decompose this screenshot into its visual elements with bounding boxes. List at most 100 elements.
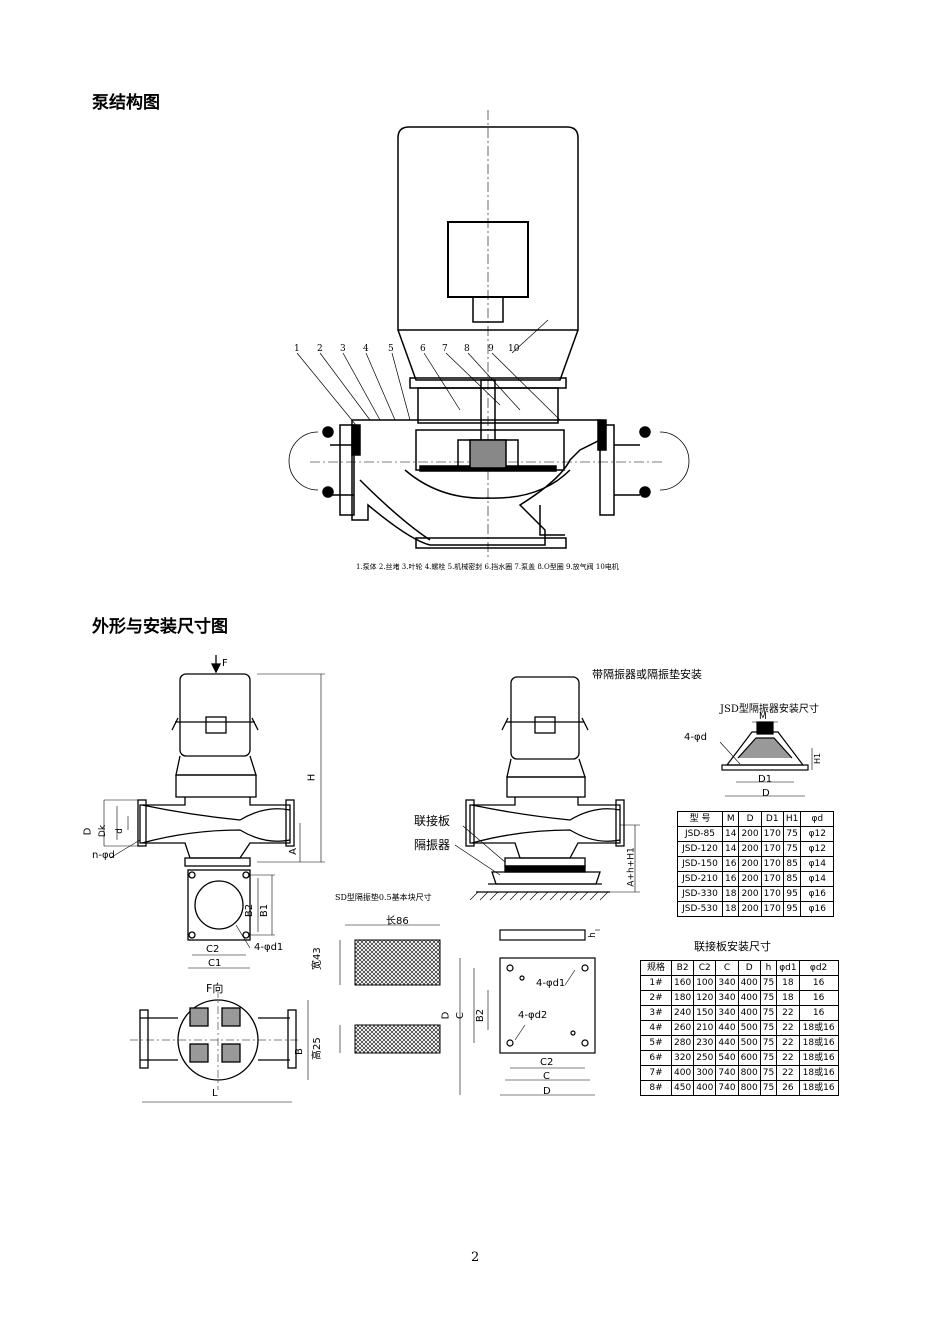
link-cell: 75 (759, 990, 778, 1006)
dim-label-D-bottom: D (543, 1086, 551, 1097)
jsd-cell: 200 (738, 841, 762, 857)
link-cell: 230 (693, 1035, 717, 1051)
section-title-structure: 泵结构图 (92, 93, 160, 113)
link-cell: 16 (798, 975, 839, 991)
jsd-cell: 200 (738, 901, 762, 917)
link-cell: 320 (670, 1050, 695, 1066)
dim-label-n-phi-d: n-φd (92, 850, 115, 861)
jsd-cell: φ12 (800, 826, 835, 842)
dim-label-C-bottom: C (543, 1071, 550, 1082)
link-header: 规格 (640, 960, 672, 976)
jsd-cell: JSD-530 (677, 901, 723, 917)
link-cell: 160 (670, 975, 695, 991)
link-cell: 75 (759, 1020, 778, 1036)
link-cell: 400 (737, 1005, 761, 1021)
link-cell: 240 (670, 1005, 695, 1021)
linkplate-label: 联接板 (414, 814, 451, 828)
link-cell: 400 (737, 975, 761, 991)
jsd-cell: φ16 (800, 886, 835, 902)
jsd-header: D (738, 811, 762, 827)
link-cell: 2# (640, 990, 672, 1006)
link-cell: 340 (715, 990, 739, 1006)
isolator-label: 隔振器 (414, 838, 451, 852)
jsd-dim-D1: D1 (758, 774, 773, 785)
link-header: φd2 (798, 960, 839, 976)
jsd-cell: 170 (760, 886, 784, 902)
link-cell: 18或16 (798, 1080, 839, 1096)
part-number-2: 2 (317, 344, 323, 354)
link-cell: 500 (737, 1020, 761, 1036)
jsd-dim-H1: H1 (813, 752, 823, 765)
section-title-dimensions: 外形与安装尺寸图 (92, 617, 228, 637)
link-cell: 600 (737, 1050, 761, 1066)
part-number-4: 4 (363, 344, 369, 354)
jsd-cell: 170 (760, 871, 784, 887)
jsd-cell: φ14 (800, 871, 835, 887)
jsd-cell: JSD-120 (677, 841, 723, 857)
link-cell: 1# (640, 975, 672, 991)
link-cell: 8# (640, 1080, 672, 1096)
link-cell: 75 (759, 1005, 778, 1021)
isolator-install-title: 带隔振器或隔振垫安装 (592, 668, 702, 681)
link-cell: 18 (776, 990, 800, 1006)
link-cell: 18 (776, 975, 800, 991)
link-cell: 75 (759, 1080, 778, 1096)
link-cell: 280 (670, 1035, 695, 1051)
link-cell: 210 (693, 1020, 717, 1036)
link-cell: 16 (798, 990, 839, 1006)
dim-label-C2-plate: C2 (540, 1057, 554, 1068)
link-cell: 120 (693, 990, 717, 1006)
jsd-cell: 18 (721, 886, 740, 902)
jsd-cell: 170 (760, 856, 784, 872)
jsd-cell: JSD-210 (677, 871, 723, 887)
link-cell: 26 (776, 1080, 800, 1096)
part-number-6: 6 (420, 344, 426, 354)
part-number-10: 10 (508, 344, 520, 354)
link-cell: 22 (776, 1050, 800, 1066)
jsd-cell: 18 (721, 901, 740, 917)
link-header: B2 (670, 960, 695, 976)
link-cell: 740 (715, 1080, 739, 1096)
jsd-cell: JSD-330 (677, 886, 723, 902)
link-cell: 5# (640, 1035, 672, 1051)
page-number: 2 (471, 1250, 480, 1265)
part-number-7: 7 (442, 344, 448, 354)
jsd-cell: 14 (721, 826, 740, 842)
link-header: C2 (693, 960, 717, 976)
jsd-cell: 14 (721, 841, 740, 857)
link-cell: 340 (715, 1005, 739, 1021)
jsd-header: H1 (782, 811, 802, 827)
link-cell: 3# (640, 1005, 672, 1021)
link-cell: 450 (670, 1080, 695, 1096)
link-cell: 16 (798, 1005, 839, 1021)
link-cell: 260 (670, 1020, 695, 1036)
part-number-3: 3 (340, 344, 346, 354)
structure-caption: 1.泵体 2.丝堵 3.叶轮 4.螺栓 5.机械密封 6.挡水圈 7.泵盖 8.… (356, 563, 619, 571)
link-cell: 500 (737, 1035, 761, 1051)
dim-label-F-view: F向 (206, 982, 224, 995)
link-cell: 75 (759, 975, 778, 991)
link-cell: 18或16 (798, 1050, 839, 1066)
link-cell: 300 (693, 1065, 717, 1081)
link-cell: 540 (715, 1050, 739, 1066)
link-cell: 18或16 (798, 1020, 839, 1036)
link-cell: 22 (776, 1020, 800, 1036)
jsd-cell: 170 (760, 901, 784, 917)
link-cell: 180 (670, 990, 695, 1006)
jsd-header: M (721, 811, 740, 827)
jsd-cell: 75 (782, 826, 802, 842)
part-number-8: 8 (464, 344, 470, 354)
dim-label-L: L (212, 1088, 218, 1099)
link-cell: 100 (693, 975, 717, 991)
dim-label-4-phi-d2: 4-φd2 (518, 1010, 548, 1021)
jsd-dim-4-phi-d: 4-φd (684, 732, 707, 743)
jsd-cell: φ12 (800, 841, 835, 857)
